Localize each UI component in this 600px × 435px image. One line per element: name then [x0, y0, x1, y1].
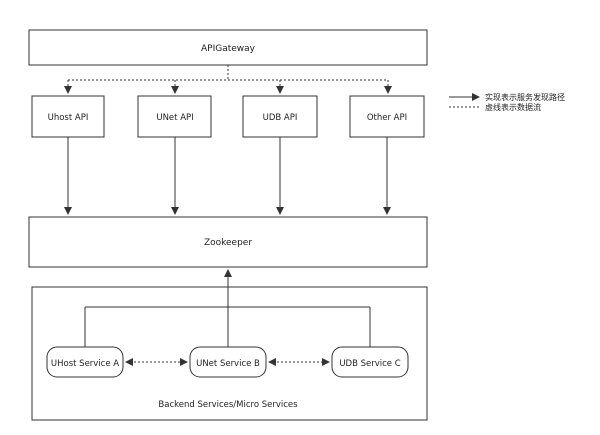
legend-solid-label: 实现表示服务发现路径 — [485, 92, 565, 102]
service-box-udb — [331, 346, 409, 378]
api-label-other: Other API — [367, 113, 407, 123]
legend-dashed-label: 虚线表示数据流 — [485, 102, 541, 112]
api-gateway-label: APIGateway — [201, 44, 256, 54]
zookeeper-label: Zookeeper — [204, 238, 252, 248]
api-label-uhost: Uhost API — [48, 113, 89, 123]
api-box-other — [349, 95, 425, 138]
api-box-uhost — [31, 95, 105, 138]
api-label-udb: UDB API — [263, 113, 298, 123]
api-gateway-box — [28, 29, 428, 66]
service-registration-lines — [84, 269, 371, 347]
zookeeper-box — [28, 216, 428, 268]
service-box-unet — [189, 346, 267, 378]
service-box-uhost — [46, 346, 124, 378]
api-box-udb — [242, 95, 318, 138]
legend: 实现表示服务发现路径 虚线表示数据流 — [449, 92, 565, 112]
backend-label: Backend Services/Micro Services — [158, 400, 298, 410]
service-label-uhost: UHost Service A — [51, 359, 119, 369]
gateway-dataflow-lines — [64, 65, 392, 94]
service-discovery-arrows — [64, 137, 391, 215]
service-label-udb: UDB Service C — [339, 359, 400, 369]
service-label-unet: UNet Service B — [196, 359, 260, 369]
api-label-unet: UNet API — [156, 113, 193, 123]
